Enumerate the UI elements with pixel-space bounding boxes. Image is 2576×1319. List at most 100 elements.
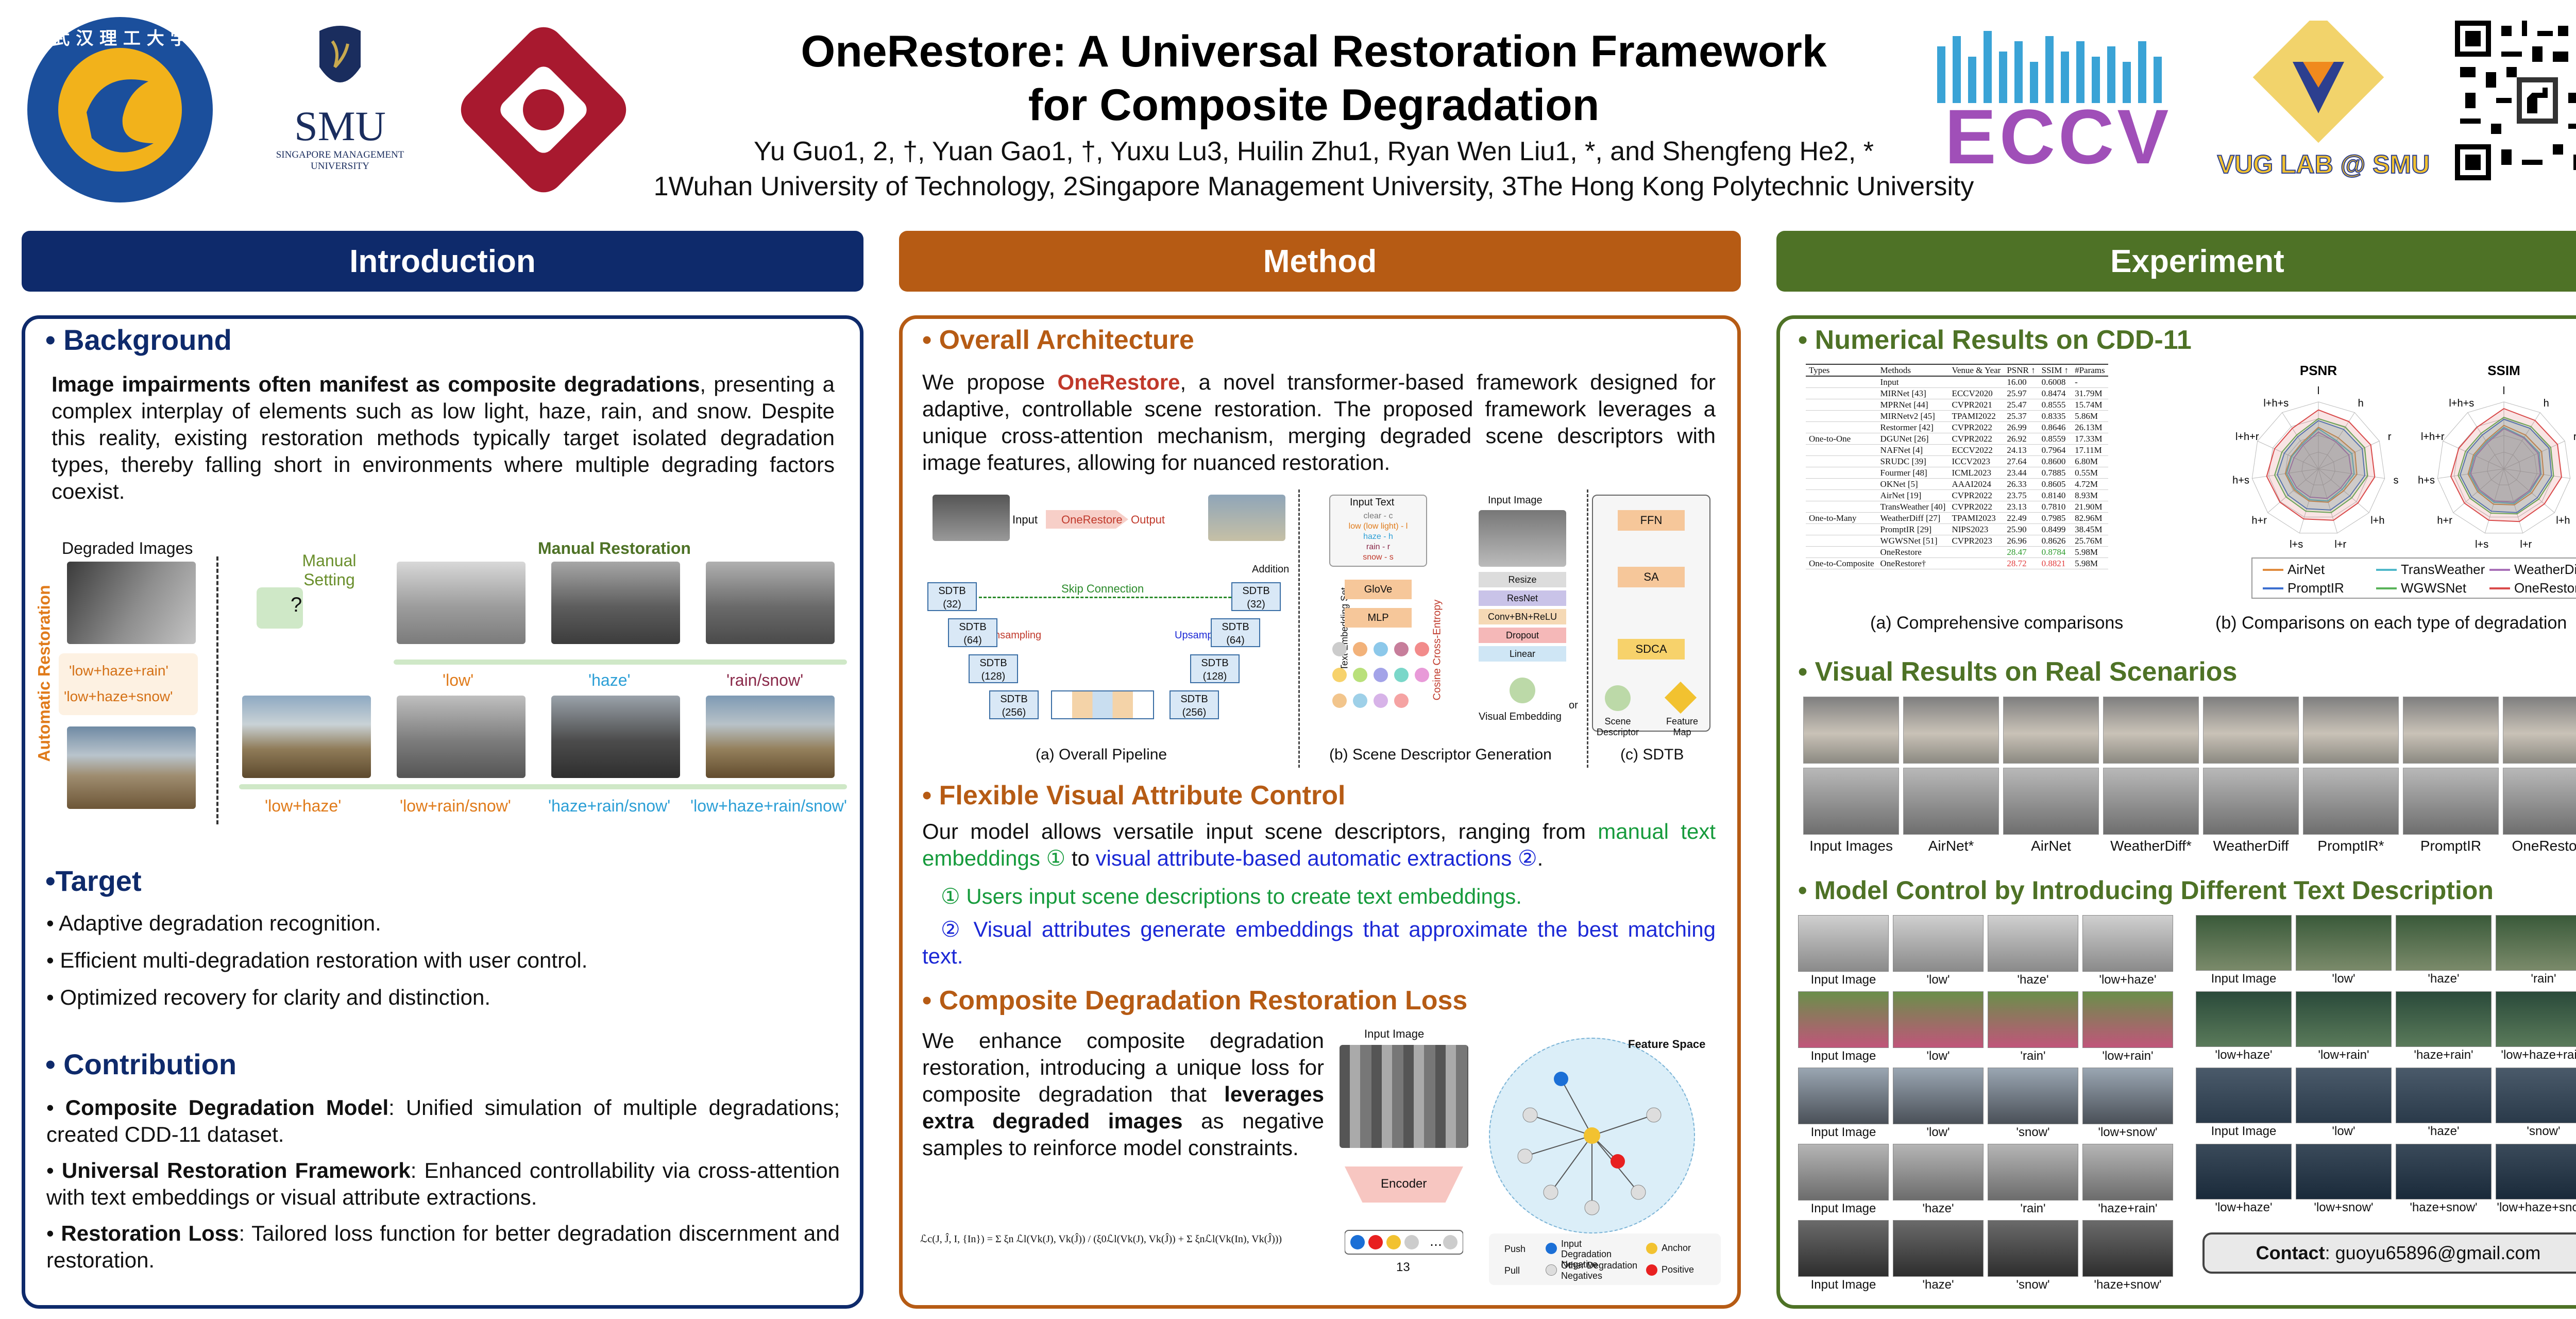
contact-box[interactable]: Contact: guoyu65896@gmail.com	[2202, 1232, 2576, 1274]
control-image	[1988, 1220, 2078, 1277]
legend-swatch	[2263, 568, 2283, 571]
text-item-c: clear - c	[1363, 512, 1393, 520]
pipeline-input-image	[933, 495, 1010, 541]
loss-input-strip	[1340, 1045, 1468, 1148]
input-image-thumb	[1479, 510, 1566, 567]
legend-label: WeatherDiff	[2514, 562, 2576, 577]
flex-end: .	[1537, 846, 1544, 870]
table-cell: 0.7885	[2038, 467, 2072, 479]
radar-category-label: h+s	[2418, 475, 2435, 486]
table-cell-type	[1806, 399, 1877, 411]
smu-logo-subtext: SINGAPORE MANAGEMENT UNIVERSITY	[276, 149, 404, 172]
degraded-images-label: Degraded Images	[62, 539, 193, 557]
visual-result-image-bottom	[2103, 768, 2199, 835]
eccv-logo: ECCV	[1927, 26, 2190, 175]
table-cell: NAFNet [4]	[1877, 444, 1949, 456]
control-image	[2396, 991, 2492, 1047]
conv-box: Conv+BN+ReLU	[1479, 609, 1566, 624]
text-item-s: snow - s	[1363, 553, 1394, 562]
target-heading-text: Target	[55, 865, 142, 897]
table-cell	[1948, 546, 2004, 558]
control-label: 'haze+rain'	[2414, 1048, 2473, 1062]
table-cell: 17.11M	[2072, 444, 2108, 456]
vug-lab-logo: VUG LAB @ SMU	[2210, 21, 2437, 191]
contribution-text-1: : Unified simulation of multiple degrada…	[46, 1095, 840, 1146]
table-cell: ECCV2020	[1948, 387, 2004, 399]
experiment-header: Experiment	[1776, 231, 2576, 292]
radar-grid-ring	[2301, 451, 2335, 485]
control-label: 'haze'	[1922, 1278, 1954, 1292]
control-image	[2196, 915, 2292, 971]
control-image	[2196, 991, 2292, 1047]
qr-code[interactable]	[2455, 21, 2576, 180]
control-label: 'snow'	[2016, 1125, 2050, 1139]
smu-logo: SMU SINGAPORE MANAGEMENT UNIVERSITY	[268, 21, 412, 196]
table-cell: 25.47	[2004, 399, 2039, 411]
prompt-2: 'low+haze+snow'	[64, 688, 173, 704]
arch-heading-text: Overall Architecture	[939, 325, 1194, 355]
arch-post: , a novel transformer-based framework de…	[922, 370, 1716, 475]
table-cell: 5.98M	[2072, 557, 2108, 569]
table-cell-type	[1806, 546, 1877, 558]
sdtb-enc-32: SDTB (32)	[927, 582, 977, 611]
restored-image-all	[706, 696, 835, 778]
radar-category-label: l	[2317, 385, 2319, 397]
input-text-box	[1329, 495, 1427, 567]
control-image	[2082, 991, 2173, 1048]
table-cell: 0.8555	[2038, 399, 2072, 411]
table-cell: MPRNet [44]	[1877, 399, 1949, 411]
table-cell: 5.86M	[2072, 410, 2108, 422]
legend-swatch	[2263, 587, 2283, 589]
visual-result-image-bottom	[1803, 768, 1899, 835]
contribution-item-2: • Universal Restoration Framework: Enhan…	[46, 1158, 840, 1209]
radar-series-onerestore	[2450, 408, 2562, 522]
control-label: 'low+rain'	[2102, 1049, 2154, 1063]
arch-text: We propose OneRestore, a novel transform…	[922, 369, 1716, 476]
sdtb-enc-64: SDTB (64)	[948, 618, 997, 647]
table-cell: 25.76M	[2072, 535, 2108, 547]
flex-item-1: ① Users input scene descriptions to crea…	[941, 884, 1522, 908]
radar-category-label: h+s	[2232, 475, 2249, 486]
table-cell: 16.00	[2004, 376, 2039, 388]
control-heading-text: Model Control by Introducing Different T…	[1814, 876, 2494, 905]
visual-embedding-circle	[1510, 678, 1535, 703]
legend-item: WGWSNet	[2376, 580, 2466, 596]
table-cell: 26.96	[2004, 535, 2039, 547]
control-image	[1893, 991, 1984, 1048]
radar-title: SSIM	[2487, 363, 2520, 378]
vug-lab-text: VUG LAB @ SMU	[2217, 149, 2431, 179]
label-haze: 'haze'	[588, 671, 631, 689]
contribution-text-2: : Enhanced controllability via cross-att…	[46, 1158, 840, 1209]
loss-formula: ℒc(J, Ĵ, I, {In}) = Σ ξn ℒl(Vk(J), Vk(Ĵ)…	[920, 1233, 1282, 1245]
control-label: 'haze'	[2428, 1124, 2460, 1138]
caption-scene-descriptor: (b) Scene Descriptor Generation	[1329, 746, 1552, 763]
legend-item: PromptIR	[2263, 580, 2344, 596]
radar-category-label: l+h+r	[2421, 431, 2445, 443]
legend-swatch	[2489, 587, 2510, 589]
table-cell: CVPR2022	[1948, 489, 2004, 501]
loss-count: 13	[1396, 1260, 1410, 1274]
table-cell: 0.8499	[2038, 523, 2072, 535]
control-heading: • Model Control by Introducing Different…	[1798, 876, 2494, 905]
contribution-text-3: : Tailored loss function for better degr…	[46, 1221, 840, 1272]
loss-bold: leverages extra degraded images	[922, 1082, 1324, 1133]
table-cell-type: One-to-Composite	[1806, 557, 1877, 569]
radar-category-label: l+h+s	[2449, 398, 2474, 409]
control-image	[1988, 915, 2078, 972]
pipeline-input-label: Input	[1012, 513, 1038, 526]
visual-result-label: PromptIR*	[2317, 838, 2384, 854]
visual-result-label: WeatherDiff	[2213, 838, 2289, 854]
radar-category-label: l	[2503, 385, 2505, 397]
question-box	[257, 587, 303, 629]
visual-result-label: PromptIR	[2420, 838, 2482, 854]
degraded-image-2	[67, 726, 196, 809]
label-low-rain-snow: 'low+rain/snow'	[400, 797, 511, 815]
loss-dots: …	[1344, 1229, 1464, 1255]
contact-email[interactable]: : guoyu65896@gmail.com	[2325, 1242, 2541, 1263]
table-cell: 0.7985	[2038, 512, 2072, 524]
